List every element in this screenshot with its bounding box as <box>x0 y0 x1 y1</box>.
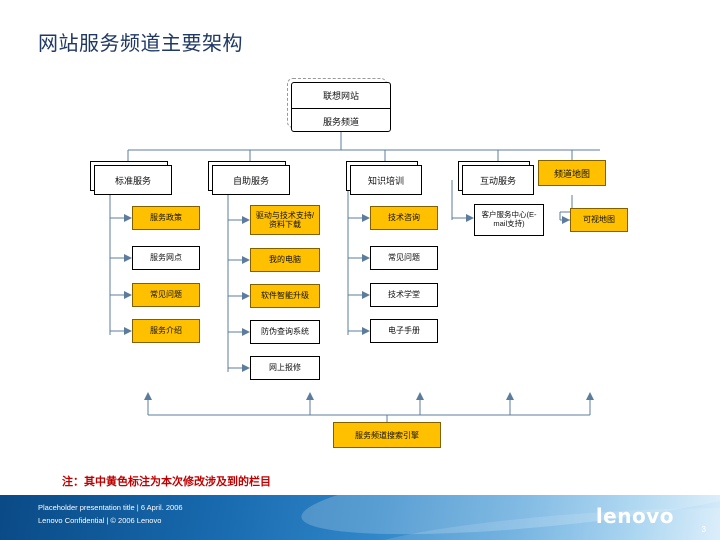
node-online-repair-request[interactable]: 网上报修 <box>250 356 320 380</box>
node-software-smart-upgrade[interactable]: 软件智能升级 <box>250 284 320 308</box>
root-node-line2: 服务频道 <box>322 117 359 127</box>
footer-line-2: Lenovo Confidential | © 2006 Lenovo <box>38 516 162 526</box>
node-label: 我的电脑 <box>269 254 301 264</box>
node-label: 服务政策 <box>150 212 182 222</box>
category-header-label: 互动服务 <box>462 165 534 195</box>
category-header-channel-map[interactable]: 频道地图 <box>538 160 606 186</box>
node-label: 网上报修 <box>269 362 301 372</box>
node-label: 服务网点 <box>150 252 182 262</box>
category-header-standard-service[interactable]: 标准服务 <box>90 161 172 195</box>
node-customer-service-center[interactable]: 客户服务中心(E-mail支持) <box>474 204 544 236</box>
category-header-label: 自助服务 <box>212 165 290 195</box>
slide-footer: Placeholder presentation title | 6 April… <box>0 495 720 540</box>
node-service-introduction[interactable]: 服务介绍 <box>132 319 200 343</box>
node-label: 客户服务中心(E-mail支持) <box>481 210 537 228</box>
node-driver-download[interactable]: 驱动与技术支持/资料下载 <box>250 205 320 235</box>
node-label: 技术咨询 <box>388 212 420 222</box>
node-label: 技术学堂 <box>388 289 420 299</box>
node-faq-standard[interactable]: 常见问题 <box>132 283 200 307</box>
architecture-diagram: 联想网站 服务频道 标准服务 自助服务 知识培训 互动服务 频道地图 服务政策 … <box>0 70 720 460</box>
node-label: 常见问题 <box>150 289 182 299</box>
node-technical-consulting[interactable]: 技术咨询 <box>370 206 438 230</box>
category-header-label: 频道地图 <box>538 160 606 186</box>
lenovo-logo: lenovo <box>595 504 674 528</box>
node-technical-school[interactable]: 技术学堂 <box>370 283 438 307</box>
root-node[interactable]: 联想网站 服务频道 <box>291 82 391 132</box>
node-service-outlets[interactable]: 服务网点 <box>132 246 200 270</box>
node-label: 电子手册 <box>388 325 420 335</box>
node-service-channel-search-engine[interactable]: 服务频道搜索引擎 <box>333 422 441 448</box>
root-node-line1: 联想网站 <box>292 83 390 109</box>
node-label: 服务介绍 <box>150 325 182 335</box>
category-header-label: 标准服务 <box>94 165 172 195</box>
footer-line-1: Placeholder presentation title | 6 April… <box>38 503 183 512</box>
node-label: 服务频道搜索引擎 <box>355 430 419 440</box>
category-header-knowledge-training[interactable]: 知识培训 <box>346 161 422 195</box>
page-number: 3 <box>701 525 706 534</box>
node-label: 可视地图 <box>583 214 615 224</box>
category-header-self-service[interactable]: 自助服务 <box>208 161 290 195</box>
node-label: 软件智能升级 <box>261 290 309 300</box>
page-title: 网站服务频道主要架构 <box>38 33 243 55</box>
node-faq-training[interactable]: 常见问题 <box>370 246 438 270</box>
connector-lines <box>109 132 600 422</box>
node-my-computer[interactable]: 我的电脑 <box>250 248 320 272</box>
category-header-interactive-service[interactable]: 互动服务 <box>458 161 534 195</box>
legend-note: 注：其中黄色标注为本次修改涉及到的栏目 <box>62 476 271 488</box>
node-label: 防伪查询系统 <box>261 326 309 336</box>
node-label: 常见问题 <box>388 252 420 262</box>
node-anti-counterfeit-query[interactable]: 防伪查询系统 <box>250 320 320 344</box>
footer-text-block: Placeholder presentation title | 6 April… <box>38 501 183 527</box>
node-label: 驱动与技术支持/资料下载 <box>255 210 315 229</box>
node-electronic-manual[interactable]: 电子手册 <box>370 319 438 343</box>
node-service-policy[interactable]: 服务政策 <box>132 206 200 230</box>
category-header-label: 知识培训 <box>350 165 422 195</box>
node-visual-map[interactable]: 可视地图 <box>570 208 628 232</box>
